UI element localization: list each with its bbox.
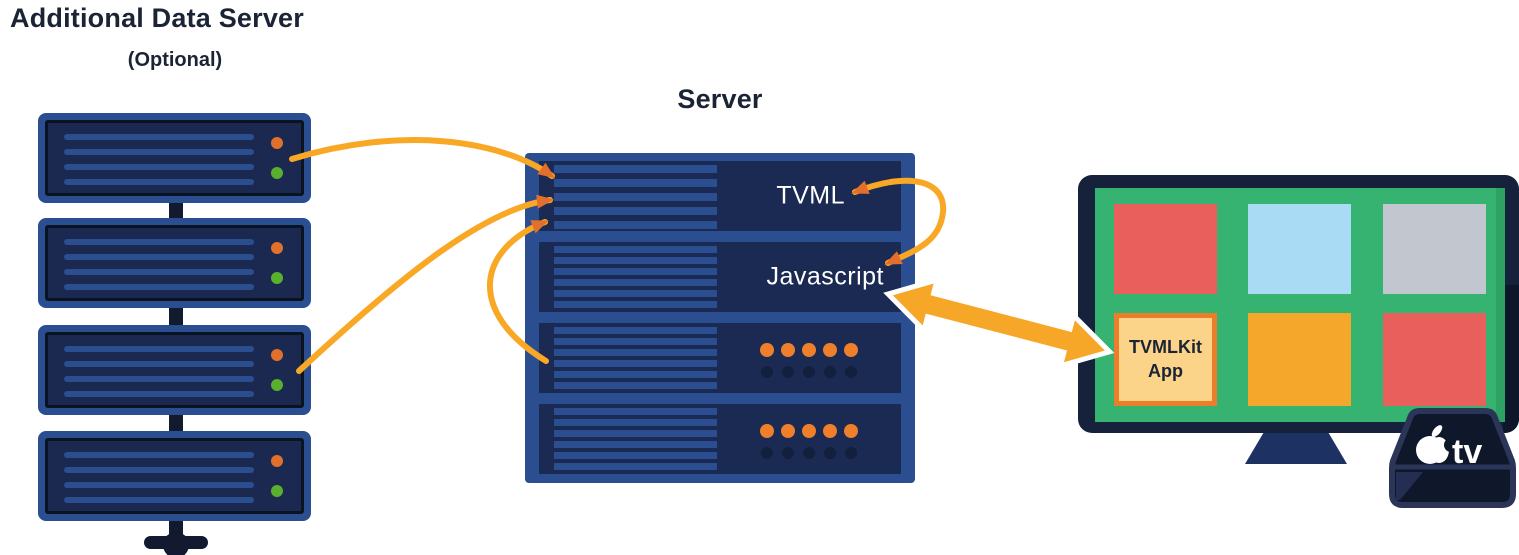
indicator-dots-orange-icon — [760, 424, 858, 438]
arrow-unit3-to-server — [296, 194, 554, 374]
additional-data-server-title: Additional Data Server — [10, 3, 304, 33]
apple-tv-logo-text: tv — [1452, 433, 1482, 471]
data-server-unit-face — [45, 332, 304, 408]
server-rack: TVML Javascript — [525, 153, 915, 483]
data-server-unit-face — [45, 438, 304, 514]
data-server-unit-2 — [38, 218, 311, 308]
server-row-4 — [539, 404, 901, 474]
server-row-tvml: TVML — [539, 161, 901, 231]
tv-screen: TVMLKit App — [1095, 188, 1505, 422]
status-led-green-icon — [271, 167, 283, 179]
tile-light-blue — [1248, 204, 1351, 294]
tile-red — [1114, 204, 1217, 294]
stack-foot-hub — [163, 532, 189, 555]
data-server-unit-3 — [38, 325, 311, 415]
server-row-javascript: Javascript — [539, 242, 901, 312]
data-server-unit-face — [45, 225, 304, 301]
tile-red-2 — [1383, 313, 1486, 406]
server-row-3 — [539, 323, 901, 393]
tv-stand — [1245, 433, 1347, 464]
tvml-label: TVML — [776, 181, 845, 210]
tv-frame-shade — [1503, 285, 1519, 433]
data-server-unit-4 — [38, 431, 311, 521]
status-led-green-icon — [271, 272, 283, 284]
indicator-dots-dark-icon — [760, 447, 858, 459]
tile-orange — [1248, 313, 1351, 406]
javascript-label: Javascript — [766, 262, 884, 291]
indicator-dots-orange-icon — [760, 343, 858, 357]
status-led-green-icon — [271, 379, 283, 391]
optional-subtitle: (Optional) — [127, 49, 223, 71]
apple-logo-icon — [1416, 425, 1458, 464]
status-led-green-icon — [271, 485, 283, 497]
device-highlight — [1396, 472, 1423, 500]
status-led-orange-icon — [271, 349, 283, 361]
data-server-unit-1 — [38, 113, 311, 203]
status-led-orange-icon — [271, 137, 283, 149]
apple-tv-device: tv — [1389, 408, 1516, 508]
tvmlkit-label-line1: TVMLKit — [1129, 337, 1202, 358]
tvmlkit-label-line2: App — [1148, 360, 1183, 381]
status-led-orange-icon — [271, 242, 283, 254]
indicator-dots-dark-icon — [760, 366, 858, 378]
tile-tvmlkit-app: TVMLKit App — [1114, 313, 1217, 406]
data-server-unit-face — [45, 120, 304, 196]
arrow-unit1-to-server — [289, 137, 556, 179]
server-title: Server — [677, 84, 763, 114]
screen-edge-shade — [1496, 188, 1505, 422]
status-led-orange-icon — [271, 455, 283, 467]
tile-gray — [1383, 204, 1486, 294]
tv-frame: TVMLKit App — [1078, 175, 1519, 433]
